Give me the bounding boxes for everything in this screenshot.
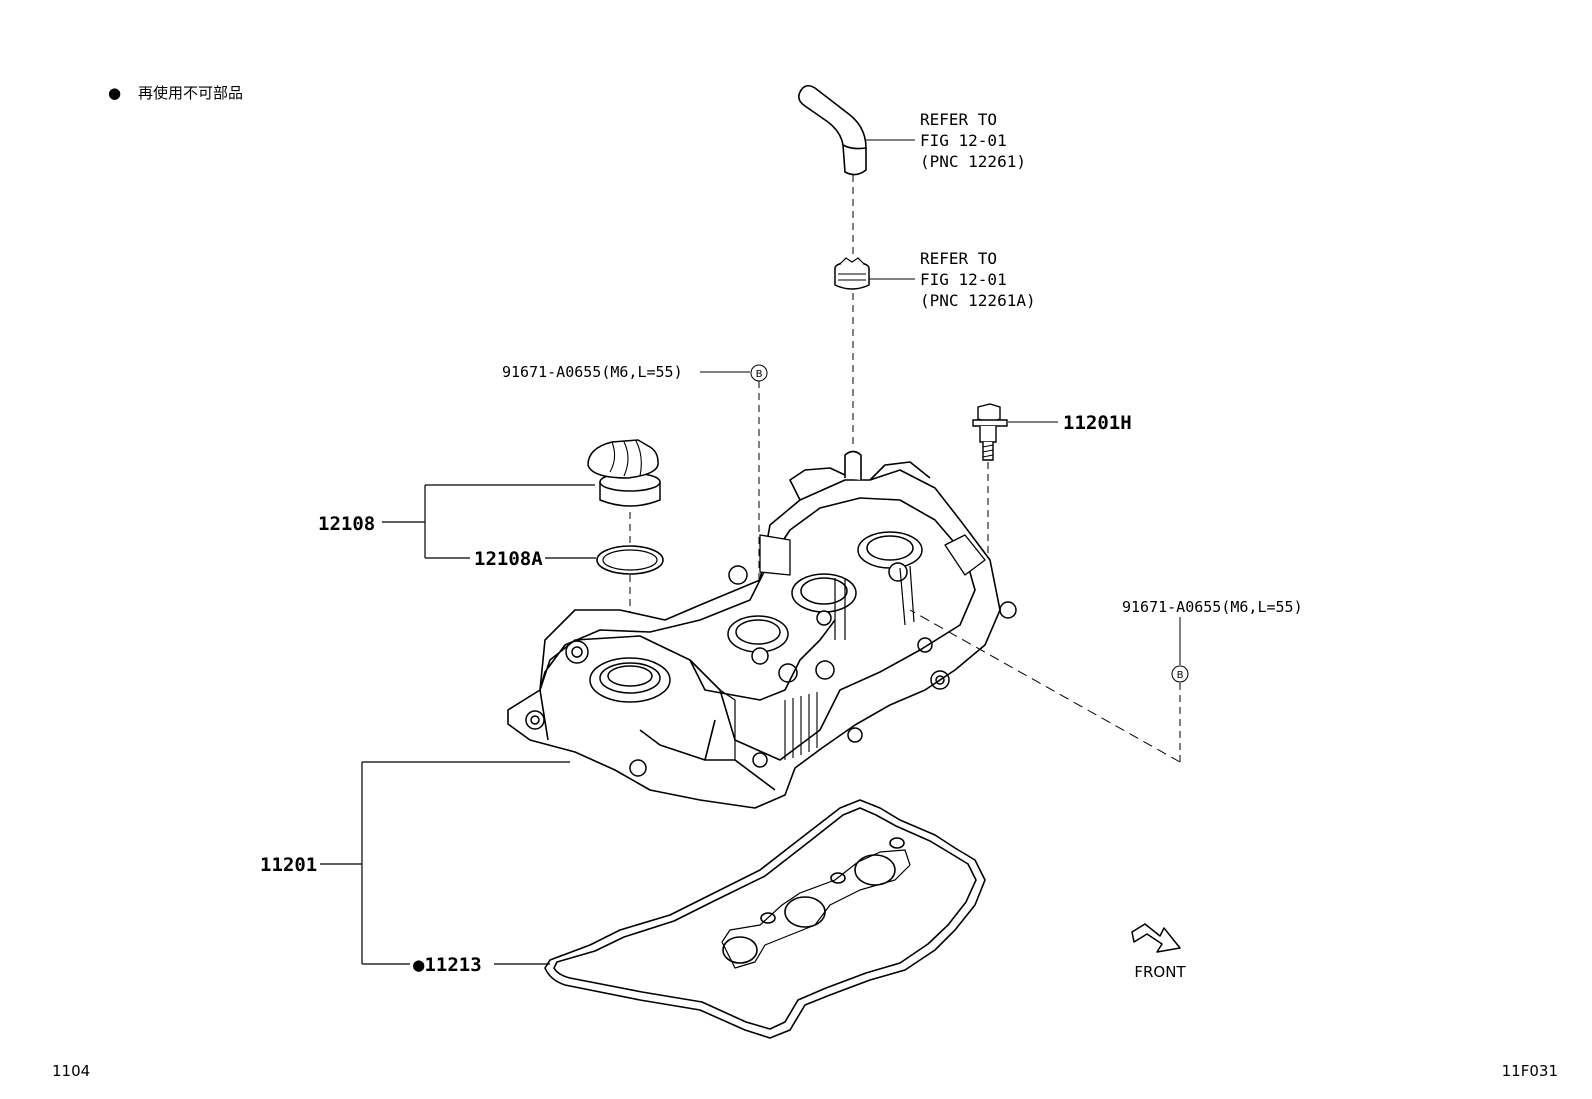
front-label: FRONT [1134, 963, 1186, 981]
cover-openings [525, 531, 1017, 777]
head-cover-gasket [544, 799, 986, 1039]
footer-figure-code: 11F031 [1502, 1062, 1558, 1080]
pcv-hose [798, 84, 867, 176]
cap-gasket-12108a [596, 545, 664, 575]
ref-1: REFER TO FIG 12-01 (PNC 12261) [920, 110, 1026, 171]
ref-2: REFER TO FIG 12-01 (PNC 12261A) [920, 249, 1036, 310]
bracket-11201 [320, 761, 570, 965]
legend-marker: ● [108, 84, 121, 102]
footer-page-number: 1104 [52, 1062, 90, 1080]
bolt-11201h [972, 403, 1008, 461]
part-11213-label: ●11213 [413, 954, 482, 976]
oil-filler-cap [587, 439, 661, 507]
fastener-upper-marker-text: B [756, 369, 763, 380]
legend-text: 再使用不可部品 [138, 84, 243, 102]
fastener-right-marker-text: B [1177, 670, 1184, 681]
part-11201h-label: 11201H [1063, 412, 1132, 434]
fastener-right-dash-diag [909, 609, 1181, 763]
part-12108a-label: 12108A [474, 548, 543, 570]
bracket-12108 [382, 484, 595, 559]
part-12108-label: 12108 [318, 513, 375, 535]
hose-clamp [834, 257, 870, 290]
fastener-right-marker [1171, 665, 1189, 683]
part-11201-label: 11201 [260, 854, 317, 876]
fastener-right-label: 91671-A0655(M6,L=55) [1122, 598, 1303, 616]
front-arrow-icon [1131, 923, 1181, 953]
fastener-upper-label: 91671-A0655(M6,L=55) [502, 363, 683, 381]
